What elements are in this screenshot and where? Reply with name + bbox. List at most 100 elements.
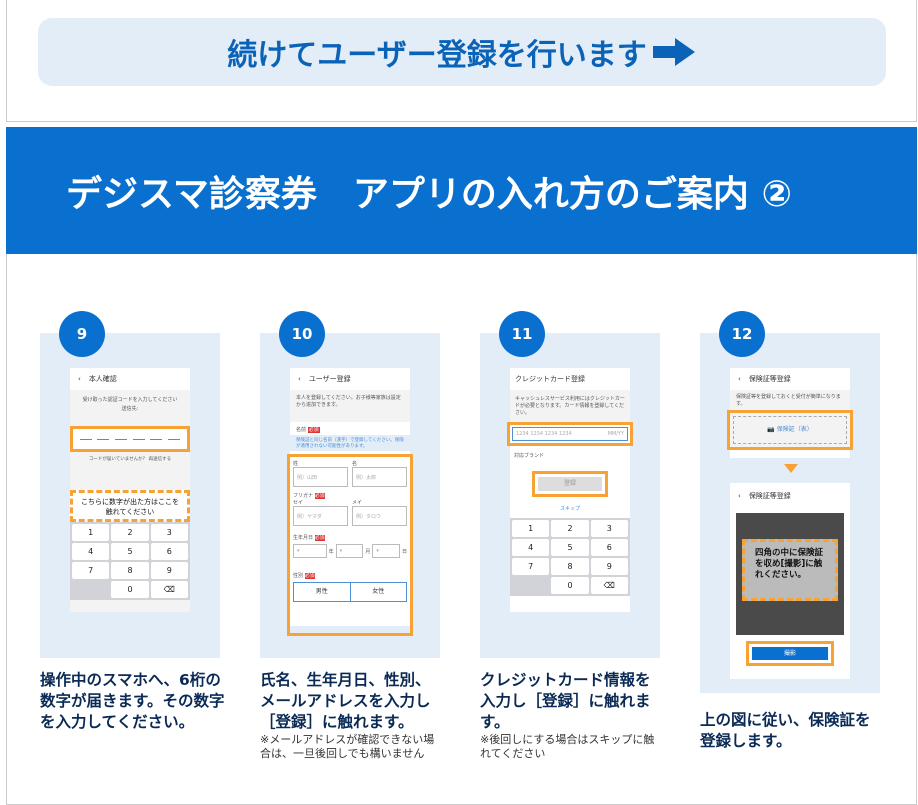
insurance-card-button[interactable]: 📷 保険証（表） bbox=[733, 416, 847, 444]
phone-screen: ‹ 本人確認 受け取った認証コードを入力してください 送信先: コードが届いていま… bbox=[70, 368, 190, 612]
keypad-key bbox=[72, 581, 109, 598]
keypad-key[interactable]: 8 bbox=[551, 558, 589, 575]
phone-screen: クレジットカード登録 キャッシュレスサービス利用にはクレジットカードが必要となり… bbox=[507, 368, 633, 612]
first-name-kana-input[interactable]: 例）タロウ bbox=[352, 506, 407, 526]
screen-title: 本人確認 bbox=[88, 375, 117, 383]
phone-screen: ‹ ユーザー登録 本人を登録してください。お子様等家族は設定から追加できます。 名… bbox=[287, 368, 413, 636]
first-name-input[interactable]: 例）太郎 bbox=[352, 467, 407, 487]
step-note: ※メールアドレスが確認できない場合は、一旦後回しでも構いません bbox=[260, 733, 435, 760]
keypad-key[interactable]: 6 bbox=[150, 543, 188, 560]
screen-title: クレジットカード登録 bbox=[515, 375, 585, 383]
screen-text: 受け取った認証コードを入力してください bbox=[82, 397, 178, 403]
required-badge: 必須 bbox=[304, 573, 315, 579]
screen-text: キャッシュレスサービス利用にはクレジットカードが必要となります。カード情報を登録… bbox=[510, 390, 630, 422]
step-number: 10 bbox=[279, 311, 325, 357]
month-select[interactable]: ▾ bbox=[335, 544, 364, 558]
backspace-key[interactable]: ⌫ bbox=[150, 581, 188, 598]
back-icon: ‹ bbox=[738, 375, 741, 383]
back-icon: ‹ bbox=[738, 492, 741, 500]
keypad-key[interactable]: 0 bbox=[111, 581, 149, 598]
step-card-11: 11 クレジットカード登録 キャッシュレスサービス利用にはクレジットカードが必要… bbox=[480, 311, 660, 760]
step-number: 11 bbox=[499, 311, 545, 357]
expiry-input[interactable]: MM/YY bbox=[607, 431, 624, 437]
keypad-key[interactable]: 5 bbox=[551, 539, 589, 556]
day-select[interactable]: ▾ bbox=[372, 544, 400, 558]
backspace-key[interactable]: ⌫ bbox=[590, 577, 628, 594]
required-badge: 必須 bbox=[307, 427, 320, 433]
step-number: 12 bbox=[719, 311, 765, 357]
arrow-right-icon bbox=[652, 38, 697, 66]
paste-code-callout[interactable]: こちらに数字が出た方はここを触れてください bbox=[70, 490, 190, 522]
keypad-key[interactable]: 4 bbox=[512, 539, 550, 556]
last-name-input[interactable]: 例）山田 bbox=[293, 467, 348, 487]
sei-kana-label: セイ bbox=[293, 500, 304, 506]
mei-label: 名 bbox=[352, 461, 358, 467]
phone-screen-camera: ‹ 保険証等登録 四角の中に保険証を収め[撮影]に触れください。 撮影 bbox=[730, 483, 850, 679]
keypad-key[interactable]: 2 bbox=[111, 524, 149, 541]
screen-text: 本人を登録してください。お子様等家族は設定から追加できます。 bbox=[290, 390, 410, 422]
step-card-12: 12 ‹ 保険証等登録 保険証等を登録しておくと受付が簡単になります。 📷 保険証… bbox=[700, 311, 880, 750]
resend-link[interactable]: コードが届いていませんか？ 再送信する bbox=[88, 457, 172, 462]
required-badge: 必須 bbox=[314, 535, 325, 541]
keypad-key[interactable]: 2 bbox=[551, 520, 589, 537]
screen-text: 保険証等を登録しておくと受付が簡単になります。 bbox=[730, 390, 850, 410]
shoot-button[interactable]: 撮影 bbox=[752, 647, 828, 660]
furigana-label: フリガナ bbox=[293, 493, 314, 499]
page-title: デジスマ診察券 アプリの入れ方のご案内 ② bbox=[6, 127, 917, 254]
birthdate-label: 生年月日 bbox=[293, 535, 314, 541]
top-section bbox=[6, 0, 917, 122]
gender-label: 性別 bbox=[293, 573, 304, 579]
cta-label: 続けてユーザー登録を行います bbox=[227, 38, 647, 73]
screen-title: 保険証等登録 bbox=[748, 492, 791, 500]
keypad-key[interactable]: 7 bbox=[512, 558, 550, 575]
step-card-9: 9 ‹ 本人確認 受け取った認証コードを入力してください 送信先: コードが届いて… bbox=[40, 311, 224, 731]
step-description: 上の図に従い、保険証を登録します。 bbox=[700, 711, 871, 750]
continue-registration-button[interactable]: 続けてユーザー登録を行います bbox=[38, 18, 886, 86]
step-note: ※後回しにする場合はスキップに触れてください bbox=[480, 733, 655, 760]
keypad-key[interactable]: 4 bbox=[72, 543, 110, 560]
keypad-key[interactable]: 1 bbox=[512, 520, 550, 537]
keypad-key[interactable]: 1 bbox=[72, 524, 110, 541]
keypad-key[interactable]: 5 bbox=[111, 543, 149, 560]
insurance-btn-label: 保険証（表） bbox=[776, 426, 813, 433]
screen-title: ユーザー登録 bbox=[308, 375, 351, 383]
keypad-key[interactable]: 8 bbox=[111, 562, 149, 579]
year-label: 年 bbox=[328, 548, 334, 555]
code-input[interactable] bbox=[70, 426, 190, 452]
keypad-key[interactable]: 3 bbox=[590, 520, 628, 537]
mei-kana-label: メイ bbox=[352, 500, 363, 506]
step-number: 9 bbox=[59, 311, 105, 357]
day-label: 日 bbox=[402, 548, 408, 555]
skip-link[interactable]: スキップ bbox=[559, 506, 580, 512]
screen-title: 保険証等登録 bbox=[748, 375, 791, 383]
sent-to: 送信先: bbox=[121, 406, 139, 412]
arrow-down-icon bbox=[784, 464, 798, 473]
phone-screen-top: ‹ 保険証等登録 保険証等を登録しておくと受付が簡単になります。 📷 保険証（表） bbox=[727, 368, 853, 458]
form-highlight: 姓例）山田名例）太郎 フリガナ 必須 セイ例）ヤマダメイ例）タロウ 生年月日 必… bbox=[287, 454, 413, 636]
camera-preview: 四角の中に保険証を収め[撮影]に触れください。 bbox=[736, 513, 844, 635]
card-number-input[interactable]: 1234 1234 1234 1234 bbox=[516, 431, 572, 437]
keypad-key[interactable]: 7 bbox=[72, 562, 110, 579]
name-label: 名前 bbox=[296, 427, 307, 433]
gender-male-option[interactable]: 男性 bbox=[294, 583, 351, 601]
keypad-key[interactable]: 9 bbox=[150, 562, 188, 579]
required-badge: 必須 bbox=[314, 493, 325, 499]
brands-label: 対応ブランド bbox=[514, 453, 545, 459]
keypad-key[interactable]: 6 bbox=[590, 539, 628, 556]
back-icon: ‹ bbox=[298, 375, 301, 383]
gender-female-option[interactable]: 女性 bbox=[372, 588, 385, 595]
back-icon: ‹ bbox=[78, 375, 81, 383]
keypad-key bbox=[512, 577, 549, 594]
step-description: 操作中のスマホへ、6桁の数字が届きます。その数字を入力してください。 bbox=[40, 671, 225, 731]
last-name-kana-input[interactable]: 例）ヤマダ bbox=[293, 506, 348, 526]
step-card-10: 10 ‹ ユーザー登録 本人を登録してください。お子様等家族は設定から追加できます… bbox=[260, 311, 440, 760]
register-button[interactable]: 登録 bbox=[538, 477, 602, 491]
keypad-key[interactable]: 0 bbox=[551, 577, 589, 594]
keypad-key[interactable]: 3 bbox=[150, 524, 188, 541]
sei-label: 姓 bbox=[293, 461, 299, 467]
name-hint: 保険証と同じ名前（漢字）で登録してください。保険が適用されない可能性があります。 bbox=[290, 435, 410, 451]
year-select[interactable]: ▾ bbox=[293, 544, 327, 558]
keypad-key[interactable]: 9 bbox=[590, 558, 628, 575]
